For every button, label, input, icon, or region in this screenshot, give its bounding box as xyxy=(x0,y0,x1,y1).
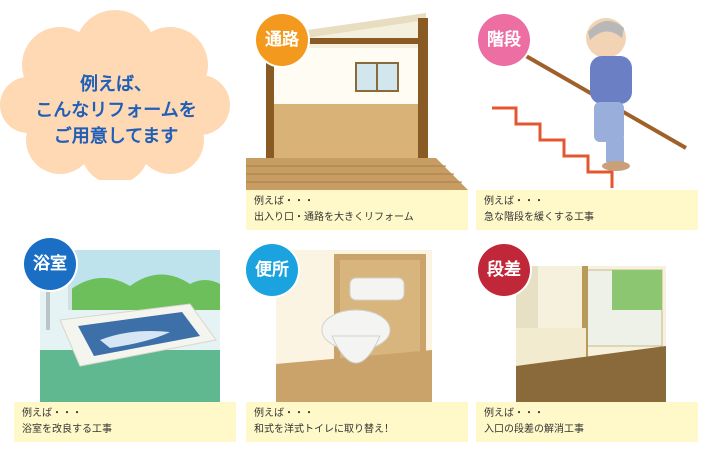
cloud-shape xyxy=(0,10,230,184)
intro-line-1: 例えば、 xyxy=(80,74,152,95)
card-bath: 浴室 例えば・・・ 浴室を改良する工事 xyxy=(14,238,236,442)
caption-passage-line1: 例えば・・・ xyxy=(254,196,314,207)
caption-bath-line1: 例えば・・・ xyxy=(22,408,82,419)
intro-text: 例えば、 こんなリフォームを ご用意してます xyxy=(0,72,232,150)
caption-toilet: 例えば・・・ 和式を洋式トイレに取り替え！ xyxy=(246,402,468,442)
caption-bath-line2: 浴室を改良する工事 xyxy=(22,424,112,435)
badge-passage: 通路 xyxy=(256,14,308,66)
card-toilet: 便所 例えば・・・ 和式を洋式トイレに取り替え！ xyxy=(246,238,468,442)
badge-step: 段差 xyxy=(478,244,530,296)
intro-line-3: ご用意してます xyxy=(53,126,179,147)
card-passage: 通路 例えば・・・ 出入り口・通路を大きくリフォーム xyxy=(246,8,468,230)
stairs-illustration xyxy=(476,8,698,190)
caption-step-line2: 入口の段差の解消工事 xyxy=(484,424,584,435)
badge-stairs: 階段 xyxy=(478,14,530,66)
badge-bath: 浴室 xyxy=(24,238,76,290)
badge-toilet: 便所 xyxy=(246,244,298,296)
caption-stairs-line2: 急な階段を緩くする工事 xyxy=(484,212,594,223)
caption-passage: 例えば・・・ 出入り口・通路を大きくリフォーム xyxy=(246,190,468,230)
caption-passage-line2: 出入り口・通路を大きくリフォーム xyxy=(254,212,414,223)
caption-step-line1: 例えば・・・ xyxy=(484,408,544,419)
intro-cloud: 例えば、 こんなリフォームを ご用意してます xyxy=(0,10,232,184)
step-illustration xyxy=(516,266,666,402)
bath-illustration xyxy=(40,250,220,402)
caption-bath: 例えば・・・ 浴室を改良する工事 xyxy=(14,402,236,442)
toilet-illustration xyxy=(276,250,432,402)
caption-stairs-line1: 例えば・・・ xyxy=(484,196,544,207)
card-step: 段差 例えば・・・ 入口の段差の解消工事 xyxy=(476,238,698,442)
card-stairs: 階段 例えば・・・ 急な階段を緩くする工事 xyxy=(476,8,698,230)
caption-stairs: 例えば・・・ 急な階段を緩くする工事 xyxy=(476,190,698,230)
intro-line-2: こんなリフォームを xyxy=(35,100,197,121)
caption-toilet-line1: 例えば・・・ xyxy=(254,408,314,419)
caption-step: 例えば・・・ 入口の段差の解消工事 xyxy=(476,402,698,442)
caption-toilet-line2: 和式を洋式トイレに取り替え！ xyxy=(254,424,394,435)
